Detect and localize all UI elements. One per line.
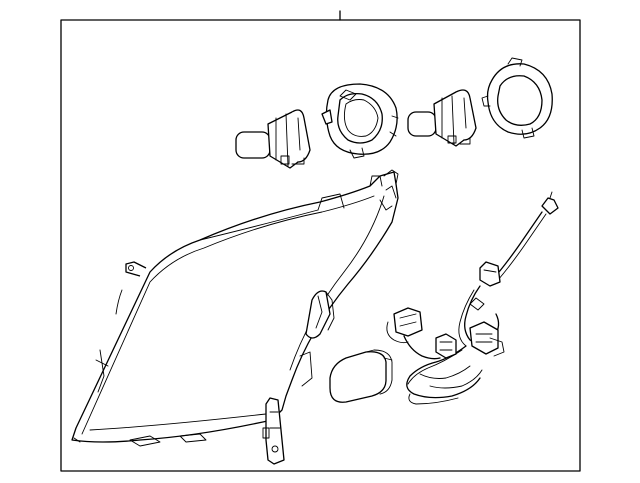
- bulb-right-icon[interactable]: [407, 89, 477, 147]
- cover-cap-right-icon[interactable]: [481, 57, 553, 139]
- headlamp-housing-icon[interactable]: [71, 169, 399, 465]
- diagram-frame: [60, 10, 581, 472]
- wiring-harness-icon[interactable]: [386, 191, 559, 405]
- bulb-left-icon[interactable]: [235, 109, 311, 169]
- socket-ring-left-icon[interactable]: [321, 83, 399, 159]
- reflector-icon[interactable]: [329, 349, 393, 403]
